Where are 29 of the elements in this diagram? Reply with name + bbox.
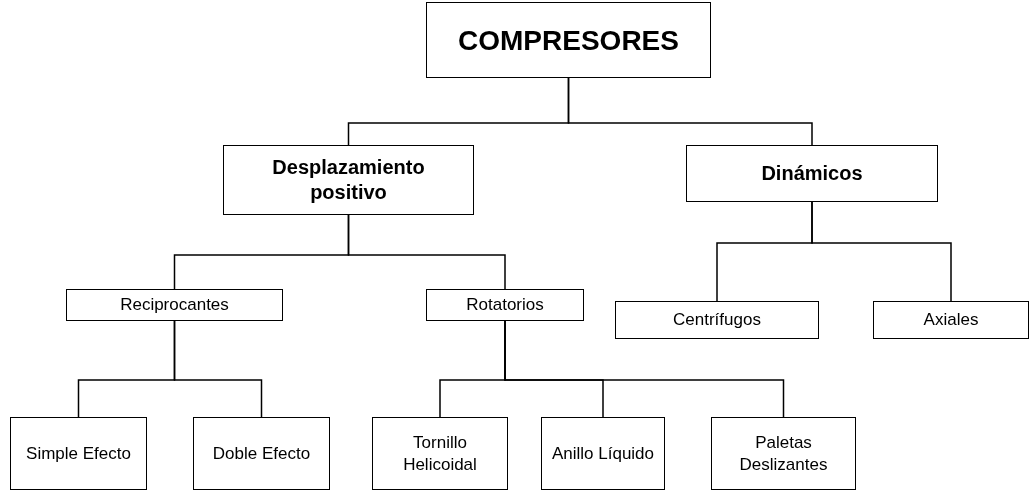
category-box (193, 417, 330, 490)
category-box (711, 417, 856, 490)
category-box (66, 289, 283, 321)
category-box (541, 417, 665, 490)
node-label: Doble Efecto (212, 442, 311, 465)
node-label: Paletas Deslizantes (738, 432, 829, 475)
category-box (372, 417, 508, 490)
node-label: Dinámicos (761, 161, 863, 186)
node-label: Tornillo Helicoidal (402, 432, 478, 475)
connector-line (567, 77, 813, 146)
node-label: Anillo Líquido (551, 442, 655, 465)
node-label: Centrífugos (673, 309, 761, 331)
category-box (10, 417, 147, 490)
category-box (873, 301, 1029, 339)
node-label: Simple Efecto (26, 442, 131, 465)
connector-line (173, 320, 263, 418)
connector-line (811, 201, 952, 302)
connector-line (504, 320, 785, 418)
node-label: Axiales (923, 309, 979, 331)
node-label: Desplazamiento positivo (271, 155, 426, 205)
category-box (686, 145, 938, 202)
category-box (223, 145, 474, 215)
node-label: Reciprocantes (120, 294, 229, 316)
node-label: Rotatorios (466, 294, 544, 316)
connector-line (347, 214, 506, 290)
category-box (426, 289, 584, 321)
category-box (615, 301, 819, 339)
category-box (426, 2, 711, 78)
node-label: COMPRESORES (458, 23, 679, 58)
